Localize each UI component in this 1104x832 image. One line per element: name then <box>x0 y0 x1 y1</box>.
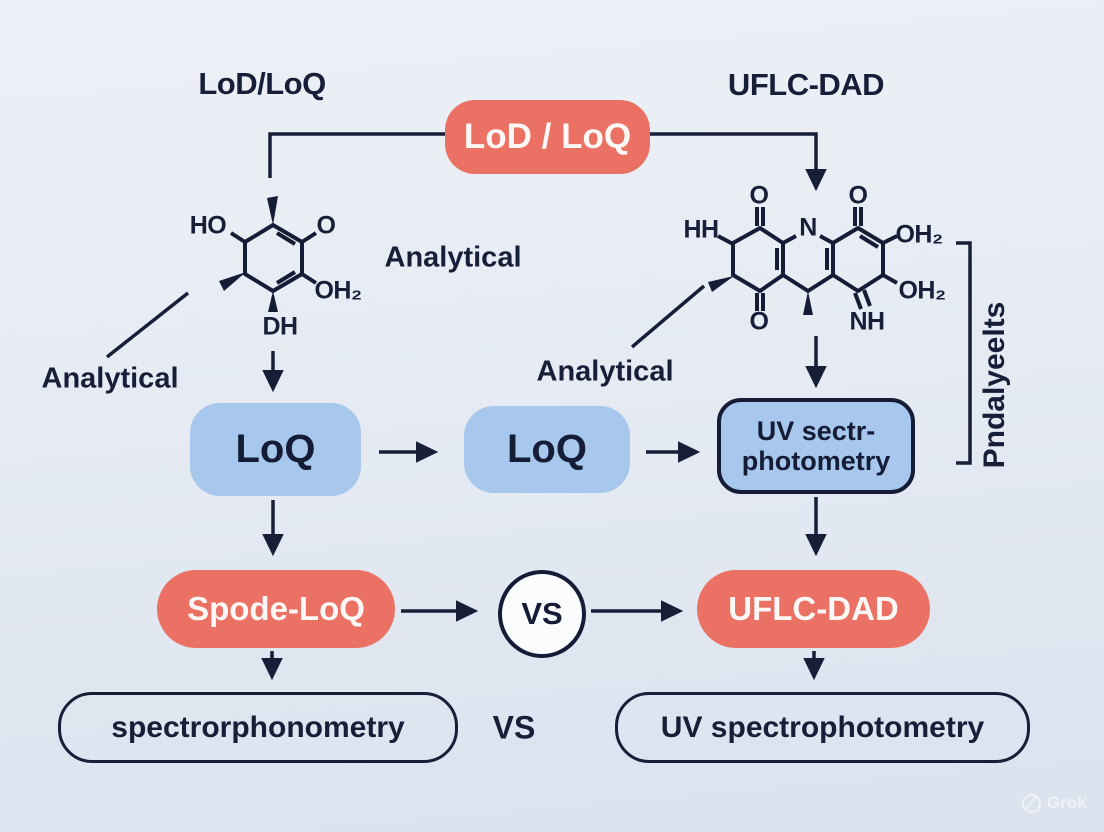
loq-box-left: LoQ <box>190 403 361 496</box>
heading-uflc-dad: UFLC-DAD <box>727 67 885 102</box>
analytical-label-right-of-molecule: Analytical <box>384 241 522 274</box>
atom-label-hh: HH <box>683 215 719 244</box>
loq-box-center: LoQ <box>464 406 630 493</box>
atom-label-nh: NH <box>849 307 885 336</box>
atom-label-o-top: O <box>316 211 336 240</box>
analytical-label-center: Analytical <box>536 355 674 388</box>
uv-box-line1: UV sectr- <box>756 415 876 446</box>
atom-label-oh2-lower: OH₂ <box>898 276 946 305</box>
bracket <box>956 241 972 465</box>
top-lod-loq-box: LoD / LoQ <box>445 100 650 174</box>
connector-top-left <box>268 132 447 178</box>
analytical-label-left: Analytical <box>41 362 179 395</box>
uv-spectrophotometry-box: UV sectr- photometry <box>717 398 915 494</box>
grok-logo-icon <box>1022 793 1041 813</box>
atom-label-n: N <box>799 213 817 242</box>
uflc-dad-box: UFLC-DAD <box>697 570 930 648</box>
uv-box-line2: photometry <box>741 446 891 476</box>
connector-top-right <box>649 132 827 192</box>
atom-label-oh2: OH₂ <box>314 276 362 305</box>
bracket-vertical-label: Pndalyeelts <box>978 301 1011 469</box>
vs-bottom-label: VS <box>492 709 536 746</box>
atom-label-ho: HO <box>189 211 227 240</box>
pointer-line-center <box>630 284 706 349</box>
heading-lod-loq: LoD/LoQ <box>198 66 326 101</box>
connector-arrows <box>105 132 827 681</box>
atom-label-o-bottom: O <box>749 307 769 336</box>
spode-loq-box: Spode-LoQ <box>157 570 395 648</box>
right-molecule <box>708 207 898 315</box>
atom-label-dh: DH <box>262 312 298 341</box>
atom-label-oh2-upper: OH₂ <box>895 220 943 249</box>
atom-label-o-top-left: O <box>749 181 769 210</box>
grok-watermark-label: Grok <box>1047 793 1087 812</box>
vs-circle: VS <box>498 570 586 658</box>
pointer-line-left <box>105 291 190 359</box>
grok-watermark: Grok <box>1022 793 1087 813</box>
atom-label-o-top-right: O <box>848 181 868 210</box>
left-molecule <box>219 196 318 312</box>
spectrophotometry-box-left: spectrorphonometry <box>58 692 458 763</box>
uv-spectrophotometry-box-bottom: UV spectrophotometry <box>615 692 1030 763</box>
